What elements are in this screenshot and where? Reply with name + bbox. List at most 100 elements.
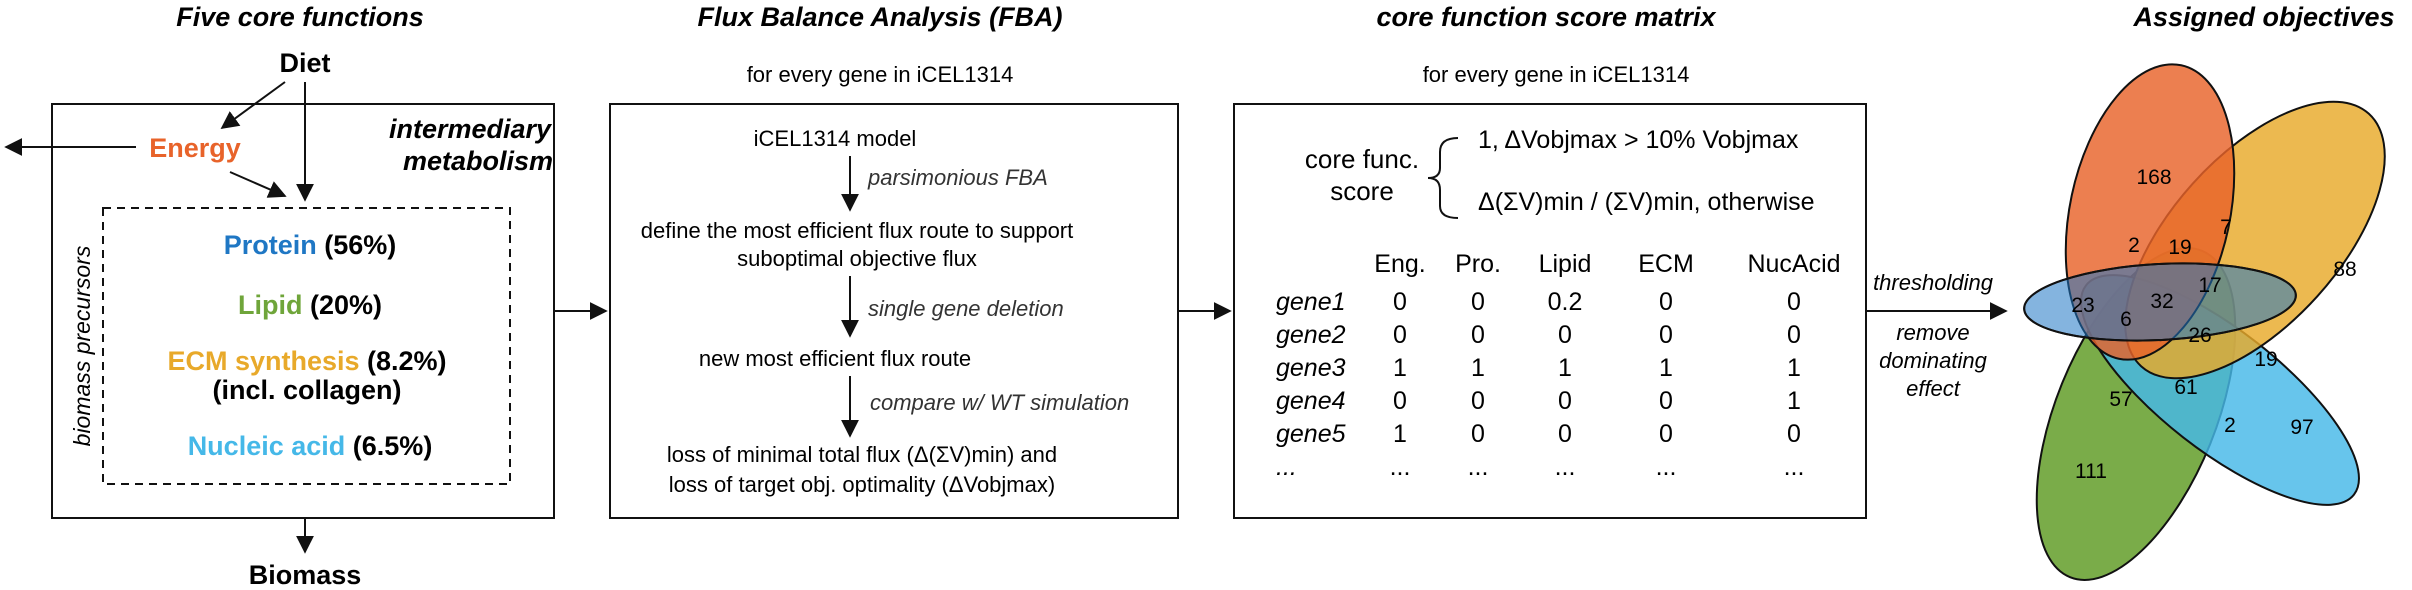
fba-step2-line1: define the most efficient flux route to … — [641, 218, 1074, 243]
count-2: 2 — [2128, 234, 2140, 257]
venn-protein-outline — [2023, 262, 2297, 342]
panel-score-matrix: core function score matrix for every gen… — [1233, 2, 1867, 519]
threshold-connector: thresholding remove dominating effect — [1866, 270, 2008, 401]
count-88: 88 — [2333, 258, 2356, 281]
biomass-precursors-box — [102, 207, 511, 485]
matrix-cell: 0 — [1471, 387, 1485, 415]
matrix-gene-label: gene3 — [1276, 354, 1346, 382]
matrix-column-header: Pro. — [1455, 250, 1501, 278]
matrix-cell: 1 — [1659, 354, 1673, 382]
matrix-cell: 1 — [1393, 354, 1407, 382]
nucleic-row: Nucleic acid (6.5%) — [188, 431, 433, 461]
intermediary-label: intermediary — [389, 114, 553, 144]
fba-step1: iCEL1314 model — [754, 126, 917, 151]
nucleic-percent: (6.5%) — [353, 431, 433, 461]
fba-step3: new most efficient flux route — [699, 346, 971, 371]
count-17: 17 — [2198, 274, 2221, 297]
score-case2: Δ(ΣV)min / (ΣV)min, otherwise — [1478, 188, 1815, 216]
matrix-cell: 0 — [1787, 288, 1801, 316]
matrix-cell: 1 — [1787, 387, 1801, 415]
count-energy-only: 168 — [2136, 166, 2171, 189]
matrix-column-header: Lipid — [1539, 250, 1592, 278]
count-protein-only: 23 — [2071, 294, 2094, 317]
lipid-label: Lipid — [238, 290, 302, 320]
panel2-subtitle: for every gene in iCEL1314 — [747, 62, 1014, 87]
venn-counts: 168 88 23 97 111 2 19 7 32 17 6 26 19 57… — [2071, 166, 2356, 483]
fba-arrow1-label: parsimonious FBA — [867, 165, 1048, 190]
matrix-cell: 0 — [1558, 420, 1572, 448]
panel1-title: Five core functions — [176, 2, 424, 32]
venn-diagram — [2023, 63, 2386, 581]
matrix-cell: ... — [1784, 453, 1805, 481]
matrix-cell: 0 — [1471, 420, 1485, 448]
fba-step2-line2: suboptimal objective flux — [737, 246, 977, 271]
matrix-cell: ... — [1656, 453, 1677, 481]
panel-fba: Flux Balance Analysis (FBA) for every ge… — [609, 2, 1179, 519]
threshold-label: thresholding — [1873, 270, 1994, 295]
count-61: 61 — [2174, 376, 2197, 399]
count-nucleic-only: 97 — [2290, 416, 2313, 439]
protein-label: Protein — [224, 230, 317, 260]
remove-label: remove — [1896, 320, 1969, 345]
matrix-cell: 0 — [1471, 321, 1485, 349]
matrix-cell: 1 — [1471, 354, 1485, 382]
matrix-column-header: Eng. — [1374, 250, 1425, 278]
matrix-cell: 0 — [1659, 321, 1673, 349]
fba-step4-line1: loss of minimal total flux (Δ(ΣV)min) an… — [667, 442, 1057, 467]
ecm-row: ECM synthesis (8.2%) — [167, 346, 446, 376]
matrix-cell: 1 — [1393, 420, 1407, 448]
metabolism-label: metabolism — [403, 146, 553, 176]
count-6: 6 — [2120, 308, 2132, 331]
lipid-percent: (20%) — [310, 290, 382, 320]
matrix-gene-label: ... — [1276, 453, 1297, 481]
count-2b: 2 — [2224, 414, 2236, 437]
nucleic-label: Nucleic acid — [188, 431, 346, 461]
ecm-percent: (8.2%) — [367, 346, 447, 376]
matrix-cell: 0.2 — [1548, 288, 1583, 316]
fba-step4-line2: loss of target obj. optimality (ΔVobjmax… — [669, 472, 1055, 497]
lipid-row: Lipid (20%) — [238, 290, 382, 320]
matrix-cell: 0 — [1393, 387, 1407, 415]
matrix-cell: ... — [1390, 453, 1411, 481]
count-lipid-only: 111 — [2075, 460, 2107, 483]
diet-to-energy-arrow — [220, 81, 286, 130]
fba-arrow3-label: compare w/ WT simulation — [870, 390, 1129, 415]
matrix-gene-label: gene1 — [1276, 288, 1346, 316]
matrix-cell: 0 — [1393, 321, 1407, 349]
ecm-note: (incl. collagen) — [212, 375, 401, 405]
protein-percent: (56%) — [324, 230, 396, 260]
energy-to-protein-arrow — [229, 171, 287, 198]
dominating-label: dominating — [1879, 348, 1987, 373]
count-32: 32 — [2150, 290, 2173, 313]
ecm-label: ECM synthesis — [167, 346, 359, 376]
score-label-line1: core func. — [1305, 144, 1419, 174]
matrix-cell: 0 — [1558, 321, 1572, 349]
count-7: 7 — [2220, 216, 2232, 239]
matrix-gene-label: gene4 — [1276, 387, 1346, 415]
protein-row: Protein (56%) — [224, 230, 397, 260]
biomass-precursors-label: biomass precursors — [69, 245, 95, 446]
panel3-title: core function score matrix — [1376, 2, 1716, 32]
fba-arrow2-label: single gene deletion — [868, 296, 1064, 321]
score-label-line2: score — [1330, 176, 1394, 206]
panel-assigned-objectives: Assigned objectives 168 88 23 97 111 2 1… — [2023, 2, 2395, 581]
matrix-column-header: ECM — [1638, 250, 1694, 278]
panel3-subtitle: for every gene in iCEL1314 — [1423, 62, 1690, 87]
matrix-cell: 0 — [1471, 288, 1485, 316]
count-26: 26 — [2188, 324, 2211, 347]
matrix-cell: 0 — [1393, 288, 1407, 316]
matrix-cell: 0 — [1558, 387, 1572, 415]
count-57: 57 — [2109, 388, 2132, 411]
panel2-title: Flux Balance Analysis (FBA) — [697, 2, 1062, 32]
matrix-cell: 1 — [1558, 354, 1572, 382]
matrix-cell: ... — [1468, 453, 1489, 481]
panel-core-functions: Five core functions Diet Energy intermed… — [4, 2, 555, 590]
effect-label: effect — [1906, 376, 1961, 401]
matrix-cell: ... — [1555, 453, 1576, 481]
score-table: Eng. Pro. Lipid ECM NucAcid gene1 0 0 0.2 0 0 gene2… — [1276, 250, 1841, 481]
matrix-gene-label: gene2 — [1276, 321, 1346, 349]
matrix-column-header: NucAcid — [1747, 250, 1840, 278]
panel4-title: Assigned objectives — [2132, 2, 2394, 32]
matrix-cell: 0 — [1787, 321, 1801, 349]
